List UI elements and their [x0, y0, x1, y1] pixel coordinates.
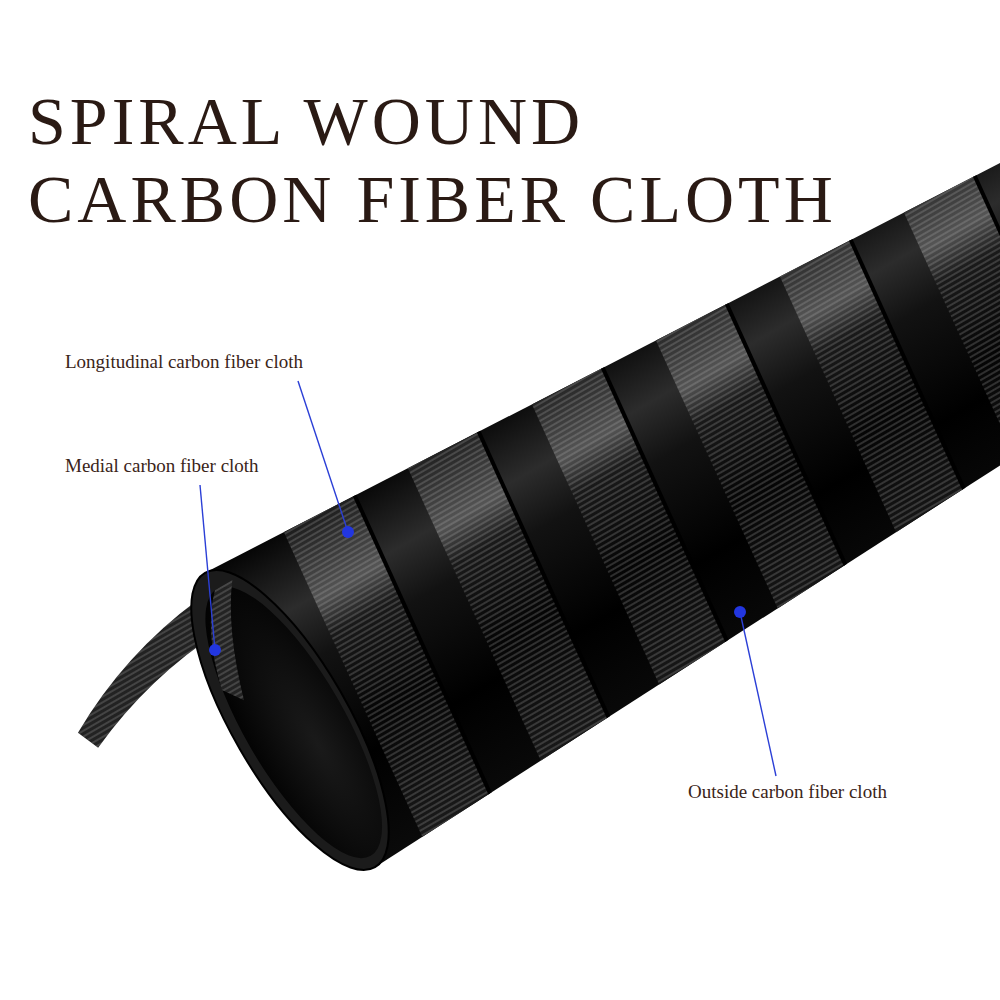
- part-label: Longitudinal carbon fiber cloth: [65, 350, 385, 374]
- band-stripes: [975, 59, 1000, 428]
- band-stripes: [854, 129, 1000, 498]
- part-label: Medial carbon fiber cloth: [65, 454, 365, 478]
- spiral-band: [854, 129, 1000, 498]
- band-edge: [923, 129, 1000, 458]
- part-label: Outside carbon fiber cloth: [688, 780, 988, 804]
- spiral-band: [975, 59, 1000, 428]
- title-heading: SPIRAL WOUND CARBON FIBER CLOTH: [28, 82, 878, 238]
